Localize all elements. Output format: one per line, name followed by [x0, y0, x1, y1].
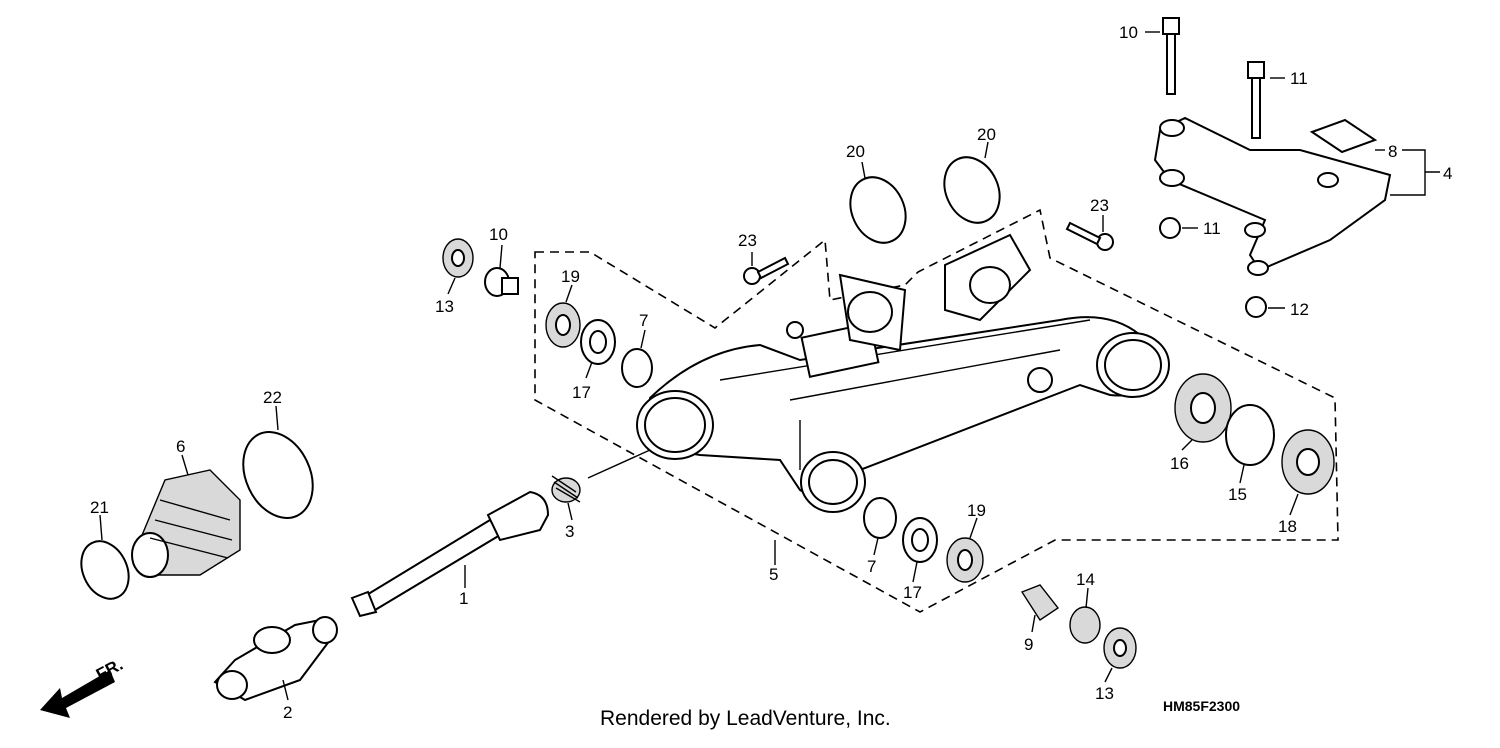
callout-19a: 19: [561, 267, 580, 286]
collar-7-upper: [621, 348, 653, 388]
callout-8: 8: [1388, 142, 1397, 161]
bolt-11-lower: [1247, 61, 1265, 139]
collar-7-lower: [863, 497, 897, 539]
nut-12-lower: [1245, 296, 1267, 318]
nut-12-upper: [1159, 217, 1181, 239]
o-ring-20-right: [943, 156, 1001, 224]
assembly-boundary: [534, 208, 1339, 613]
leader-lines: [99, 31, 1440, 701]
nut-14: [1069, 606, 1101, 644]
callout-23a: 23: [738, 231, 757, 250]
callout-7b: 7: [867, 557, 876, 576]
callout-22: 22: [263, 388, 282, 407]
callout-20b: 20: [977, 125, 996, 144]
bolt-10: [484, 267, 519, 297]
callout-11b: 11: [1290, 69, 1308, 88]
callout-14: 14: [1076, 570, 1095, 589]
callout-13b: 13: [1095, 684, 1114, 703]
universal-joint-2: [213, 616, 338, 702]
callout-3: 3: [565, 522, 574, 541]
callout-5: 5: [769, 565, 778, 584]
rendered-by-footer: Rendered by LeadVenture, Inc.: [600, 707, 891, 730]
diagram-code: HM85F2300: [1163, 698, 1241, 714]
band-21: [80, 540, 130, 600]
callout-11a: 10: [1119, 23, 1138, 42]
callout-12b: 12: [1290, 300, 1309, 319]
swingarm: [636, 233, 1170, 513]
callout-9: 9: [1024, 635, 1033, 654]
callout-19b: 19: [967, 501, 986, 520]
callout-1: 1: [459, 589, 468, 608]
band-22: [242, 431, 314, 519]
callout-4: 4: [1443, 164, 1452, 183]
front-arrow-icon: [40, 670, 115, 718]
callout-20a: 20: [846, 142, 865, 161]
bolt-11-upper: [1162, 17, 1180, 95]
callout-16: 16: [1170, 454, 1189, 473]
callout-18: 18: [1278, 517, 1297, 536]
boot-6: [131, 469, 241, 578]
callout-7a: 7: [639, 311, 648, 330]
callout-12a: 11: [1203, 219, 1221, 238]
callout-labels: 10 11 8 4 11 12 20 20 23 23 19 10 13 7 1…: [90, 23, 1452, 722]
o-ring-20-left: [849, 176, 907, 244]
callout-23b: 23: [1090, 196, 1109, 215]
callout-10: 10: [489, 225, 508, 244]
callout-21: 21: [90, 498, 109, 517]
rear-guard: [1153, 116, 1392, 276]
o-ring-15: [1225, 404, 1275, 466]
drive-shaft-1: [350, 490, 550, 618]
callout-13a: 13: [435, 297, 454, 316]
callout-17a: 17: [572, 383, 591, 402]
callout-6: 6: [176, 437, 185, 456]
bolt-23-right: [1065, 221, 1114, 251]
bolt-23-left: [743, 256, 790, 285]
callout-17b: 17: [903, 583, 922, 602]
callout-15: 15: [1228, 485, 1247, 504]
bolt-9: [1020, 584, 1060, 621]
callout-2: 2: [283, 703, 292, 722]
spring-3: [551, 475, 581, 503]
